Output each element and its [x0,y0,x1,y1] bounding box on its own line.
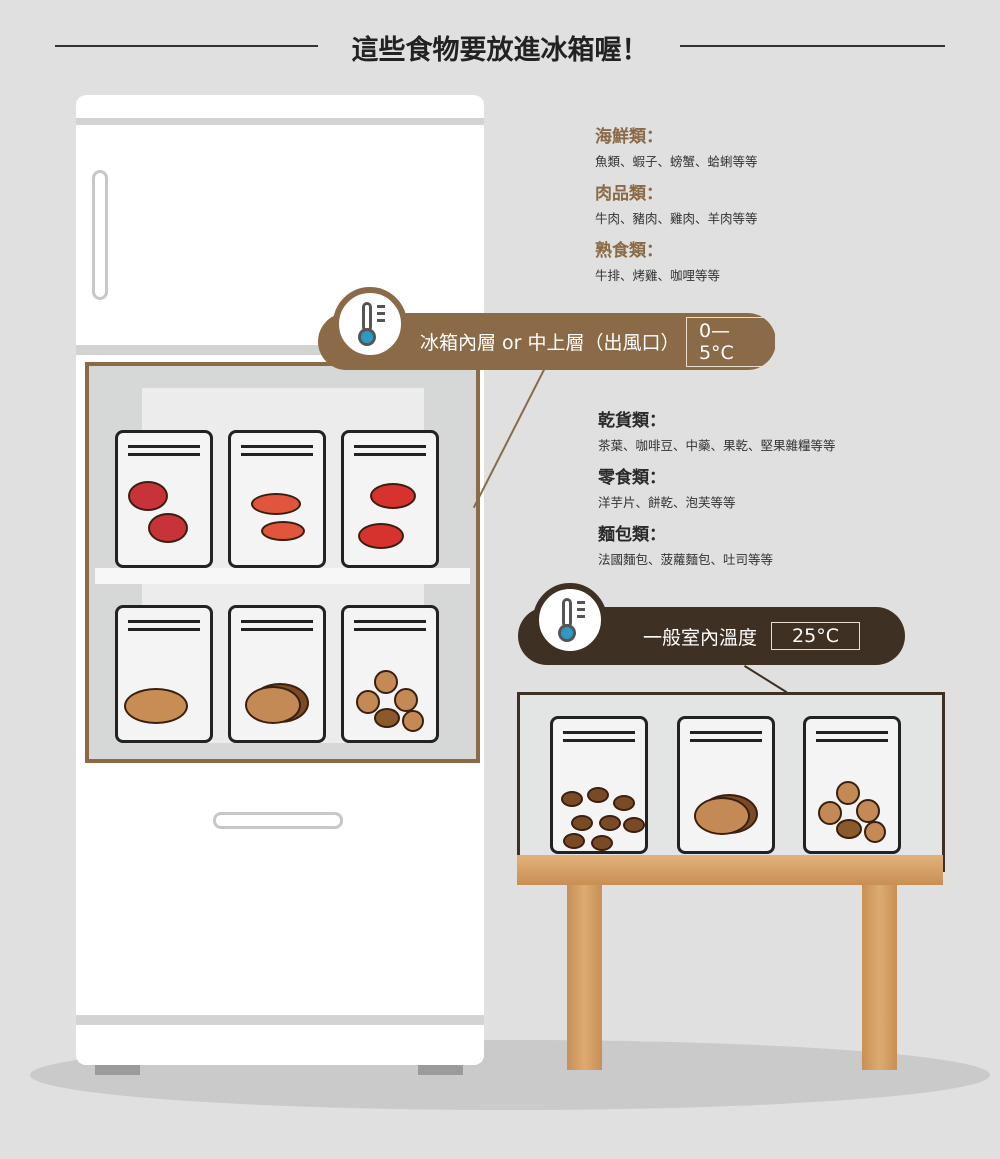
food-category: 熟食類： 牛排、烤雞、咖哩等等 [595,236,720,284]
food-bag [115,605,213,743]
food-bag [677,716,775,854]
roast-chicken-icon [118,608,210,740]
thermometer-icon [333,287,407,361]
thermometer-icon [533,583,607,657]
category-name: 麵包類： [598,525,666,545]
category-items: 牛肉、豬肉、雞肉、羊肉等等 [595,211,758,226]
category-name: 肉品類： [595,184,663,204]
fridge-bottom-seam [76,1015,484,1025]
cookies-nuts-icon [344,608,436,740]
food-category: 海鮮類： 魚類、蝦子、螃蟹、蛤蜊等等 [595,122,758,170]
connector-line [744,665,788,693]
page-title: 這些食物要放進冰箱喔！ [351,35,649,66]
room-label-text: 一般室內溫度 [643,626,758,649]
category-items: 茶葉、咖啡豆、中藥、果乾、堅果雜糧等等 [598,438,836,453]
fridge-shelf [95,568,470,584]
category-name: 熟食類： [595,241,663,261]
connector-line [473,369,545,509]
shrimp-icon [231,433,323,565]
fridge-mid-seam [76,345,484,355]
category-name: 海鮮類： [595,127,663,147]
category-items: 牛排、烤雞、咖哩等等 [595,268,721,283]
fridge-top-seam [76,118,484,125]
category-name: 乾貨類： [598,411,666,431]
food-category: 零食類： 洋芋片、餅乾、泡芙等等 [598,463,736,511]
category-items: 洋芋片、餅乾、泡芙等等 [598,495,736,510]
crab-icon [344,433,436,565]
drawer-handle [213,812,343,829]
table-top [517,855,943,885]
room-temp-value: 25°C [771,622,860,650]
freezer-handle [92,170,108,300]
food-bag [341,430,439,568]
table-leg [862,885,897,1070]
food-category: 乾貨類： 茶葉、咖啡豆、中藥、果乾、堅果雜糧等等 [598,406,836,454]
food-bag [803,716,901,854]
bread-icon [680,719,772,851]
food-bag [228,605,326,743]
fridge-foot [95,1065,140,1075]
fridge-temp-value: 0—5°C [685,316,776,367]
bread-icon [231,608,323,740]
table-leg [567,885,602,1070]
title-rule-right [680,45,945,47]
fridge-foot [418,1065,463,1075]
food-category: 肉品類： 牛肉、豬肉、雞肉、羊肉等等 [595,179,758,227]
steak-icon [118,433,210,565]
food-bag [341,605,439,743]
food-bag [228,430,326,568]
category-items: 魚類、蝦子、螃蟹、蛤蜊等等 [595,154,758,169]
food-bag [550,716,648,854]
food-bag [115,430,213,568]
category-name: 零食類： [598,468,666,488]
cookies-nuts-icon [806,719,898,851]
title-rule-left [55,45,318,47]
food-category: 麵包類： 法國麵包、菠蘿麵包、吐司等等 [598,520,773,568]
category-items: 法國麵包、菠蘿麵包、吐司等等 [598,552,774,567]
coffee-beans-icon [553,719,645,851]
fridge-label-text: 冰箱內層 or 中上層（出風口） [420,332,680,354]
